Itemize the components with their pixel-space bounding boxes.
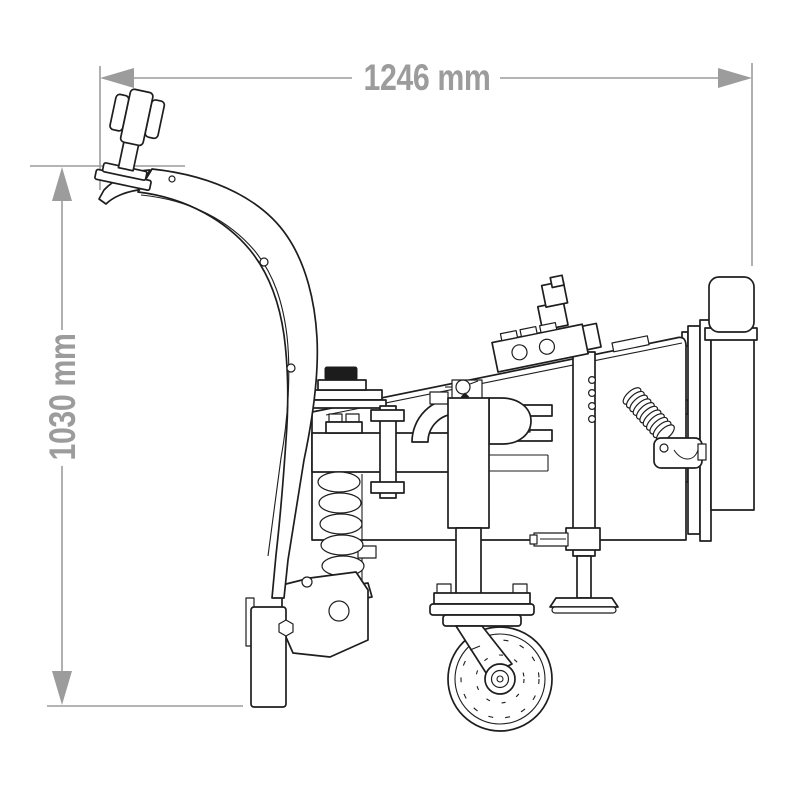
blade-hole (259, 257, 269, 267)
cross-beam (311, 366, 457, 592)
support-leg (529, 351, 619, 614)
mounting-plate (681, 276, 758, 542)
rubber-cutting-edge (250, 606, 287, 708)
width-dimension (99, 63, 753, 266)
blade-hole (168, 175, 176, 183)
valve-block (491, 274, 602, 373)
receiver-bars (488, 397, 553, 472)
caster-swivel (429, 583, 535, 627)
edge-bolt (278, 619, 294, 637)
arrow-down-icon (52, 671, 72, 705)
moldboard-blade (98, 168, 319, 599)
pivot-stack (311, 366, 387, 434)
arrow-right-icon (718, 68, 752, 88)
arrow-up-icon (52, 167, 72, 201)
blade-hole (286, 363, 296, 373)
caster-wheel (447, 625, 553, 732)
arrow-left-icon (100, 68, 134, 88)
foot-plate (549, 597, 619, 608)
latch-plate (611, 335, 650, 353)
tension-spring (622, 387, 707, 469)
caster-stem (455, 527, 482, 595)
leg-clamp (565, 527, 601, 551)
trip-bracket (245, 571, 369, 708)
hook-icon (673, 449, 699, 460)
top-block (708, 276, 755, 333)
link-bar (370, 405, 405, 499)
marker-knob (94, 88, 166, 192)
clevis-bell (488, 397, 532, 445)
hook-bracket (653, 437, 703, 469)
hydraulic-cylinder (445, 379, 490, 595)
width-dimension-label: 1246 mm (364, 57, 491, 99)
height-dimension-label: 1030 mm (42, 334, 84, 461)
